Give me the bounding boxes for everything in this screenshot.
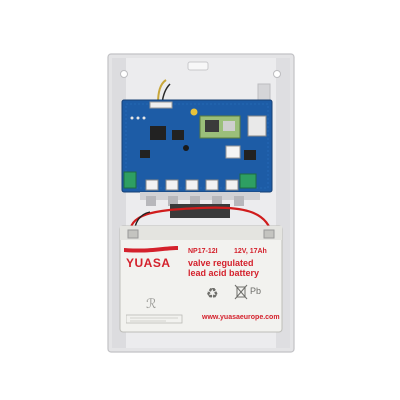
battery-description-2: lead acid battery xyxy=(188,268,260,278)
ic-chip xyxy=(140,150,150,158)
battery-wire xyxy=(128,206,274,237)
control-pcb xyxy=(121,99,273,193)
battery-terminal xyxy=(263,229,275,239)
lead-mark: Pb xyxy=(250,286,262,296)
terminal-block xyxy=(239,173,257,189)
pcb-bracket xyxy=(140,192,260,206)
output-connector xyxy=(165,179,179,191)
pin-header xyxy=(149,101,173,109)
cable-entry xyxy=(187,61,209,71)
output-connector xyxy=(205,179,219,191)
warning-icons xyxy=(125,312,186,324)
crossed-bin-icon xyxy=(234,284,248,300)
battery-description-1: valve regulated xyxy=(188,258,254,268)
battery-rating: 12V, 17Ah xyxy=(234,248,267,255)
transformer xyxy=(170,204,230,218)
output-connector xyxy=(185,179,199,191)
battery xyxy=(119,225,283,333)
capacitor xyxy=(183,145,189,151)
ic-chip xyxy=(172,130,184,140)
battery-model: NP17-12I xyxy=(188,248,218,255)
output-connector xyxy=(225,179,239,191)
mounting-hole xyxy=(273,70,281,78)
battery-website: www.yuasaeurope.com xyxy=(202,314,280,321)
ul-recognized-mark: ℛ xyxy=(146,296,157,311)
battery-terminal xyxy=(127,229,139,239)
battery-brand: YUASA xyxy=(126,256,171,270)
recycling-icon: ♻ xyxy=(206,286,219,302)
brand-swoosh xyxy=(124,246,178,253)
rj-connector xyxy=(247,115,267,137)
output-connector xyxy=(145,179,159,191)
capacitor xyxy=(190,108,198,116)
ic-chip xyxy=(244,150,256,160)
ic-chip xyxy=(150,126,166,140)
terminal-block xyxy=(123,171,137,189)
mounting-hole xyxy=(120,70,128,78)
